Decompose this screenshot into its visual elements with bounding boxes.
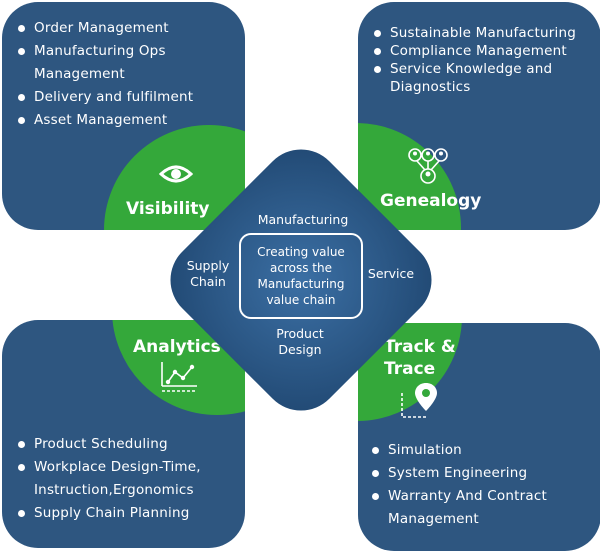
label-product-design: Product Design: [276, 326, 324, 357]
list-item: Workplace Design-Time, Instruction,Ergon…: [14, 456, 244, 502]
list-item: System Engineering: [368, 462, 598, 485]
label-service: Service: [367, 266, 415, 281]
center-value-text: Creating value across the Manufacturing …: [257, 245, 345, 307]
list-item: Simulation: [368, 439, 598, 462]
visibility-list: Order Management Manufacturing Ops Manag…: [14, 17, 239, 132]
genealogy-card: Sustainable Manufacturing Compliance Man…: [358, 2, 600, 230]
list-item: Supply Chain Planning: [14, 502, 244, 525]
analytics-title: Analytics: [133, 337, 221, 357]
list-item: Product Scheduling: [14, 433, 244, 456]
list-item: Delivery and fulfilment: [14, 86, 239, 109]
map-pin-icon: [401, 383, 437, 418]
list-item: Compliance Management: [370, 42, 600, 60]
center-value-box: Creating value across the Manufacturing …: [239, 233, 363, 319]
label-supply-chain: Supply Chain: [186, 258, 230, 289]
analytics-card: Analytics Product Scheduling Workplace D…: [2, 320, 245, 548]
visibility-card: Order Management Manufacturing Ops Manag…: [2, 2, 245, 230]
list-item: Manufacturing Ops Management: [14, 40, 239, 86]
eye-icon: [159, 165, 193, 183]
list-item: Warranty And Contract Management: [368, 485, 598, 531]
list-item: Service Knowledge and Diagnostics: [370, 60, 600, 96]
label-manufacturing: Manufacturing: [257, 212, 349, 227]
genealogy-list: Sustainable Manufacturing Compliance Man…: [370, 24, 600, 96]
track-trace-title: Track & Trace: [384, 337, 456, 379]
list-item: Asset Management: [14, 109, 239, 132]
line-chart-icon: [161, 362, 197, 392]
track-trace-card: Track & Trace Simulation System Engineer…: [358, 323, 600, 551]
list-item: Sustainable Manufacturing: [370, 24, 600, 42]
list-item: Order Management: [14, 17, 239, 40]
genealogy-title: Genealogy: [380, 191, 482, 211]
people-network-icon: [408, 148, 448, 184]
visibility-title: Visibility: [126, 199, 210, 219]
analytics-list: Product Scheduling Workplace Design-Time…: [14, 433, 244, 525]
track-trace-list: Simulation System Engineering Warranty A…: [368, 439, 598, 531]
